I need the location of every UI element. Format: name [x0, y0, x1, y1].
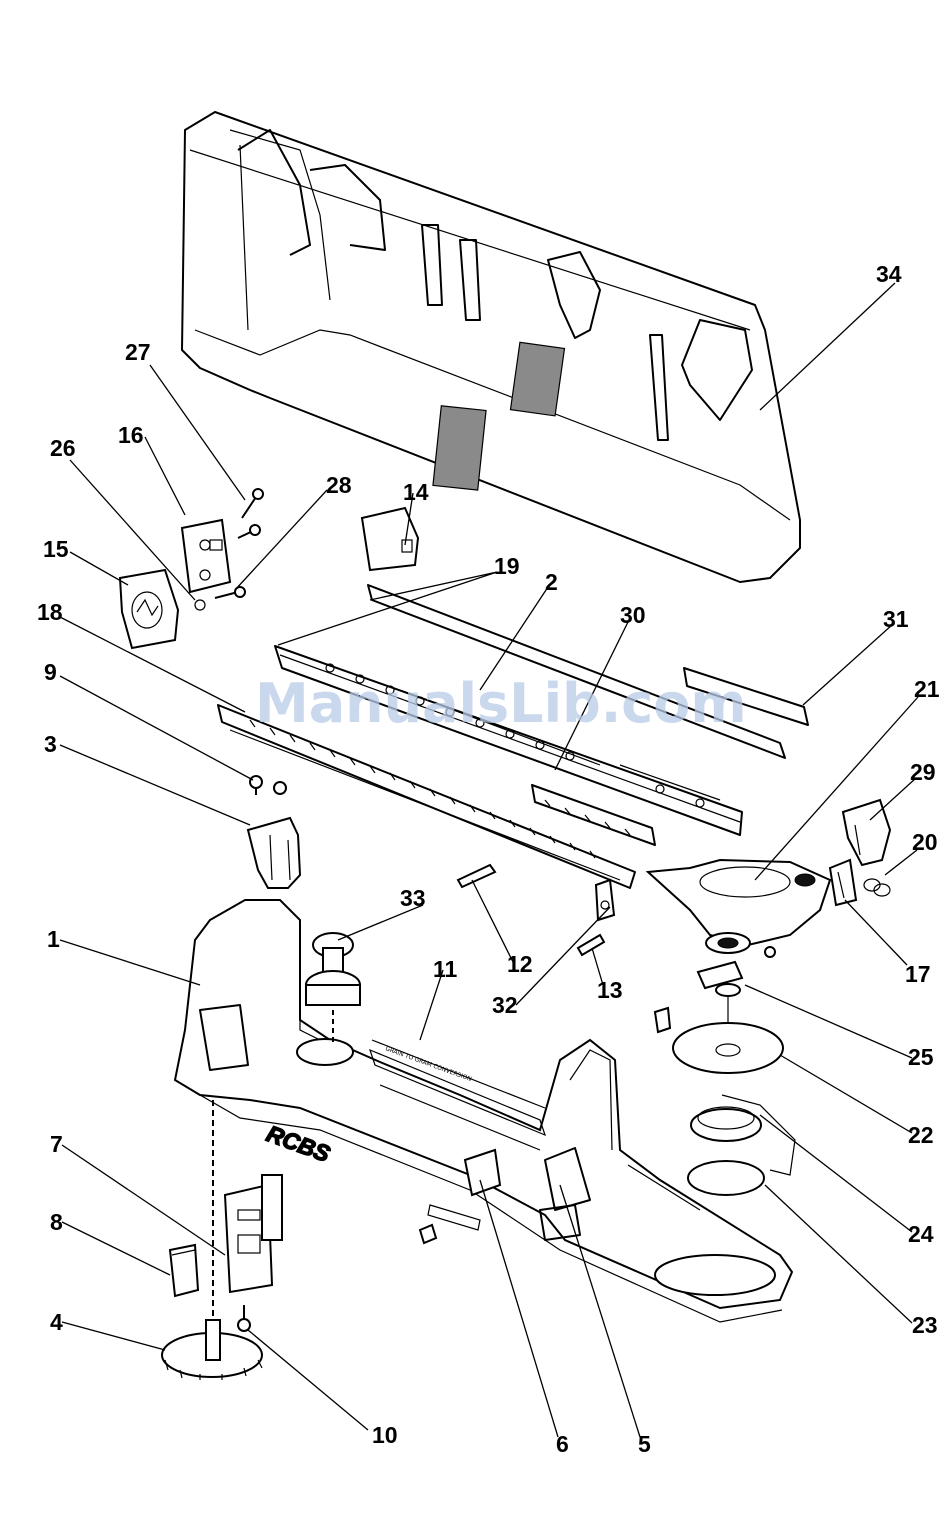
part-22-pan-plate [673, 1023, 783, 1073]
callout-2: 2 [545, 569, 558, 595]
part-25-pan-support [655, 962, 742, 1032]
callout-16: 16 [118, 422, 144, 448]
part-26-washer [195, 600, 205, 610]
watermark: ManualsLib.com [255, 672, 747, 735]
callout-22: 22 [908, 1122, 934, 1148]
part-10-screw [238, 1305, 250, 1331]
callout-9: 9 [44, 659, 57, 685]
callout-28: 28 [326, 472, 352, 498]
callout-5: 5 [638, 1431, 651, 1457]
callout-21: 21 [914, 676, 940, 702]
callout-14: 14 [403, 479, 429, 505]
part-23-ring [688, 1161, 764, 1195]
part-12-knife-edge [458, 865, 495, 887]
callout-10: 10 [372, 1422, 398, 1448]
callout-20: 20 [912, 829, 938, 855]
callout-13: 13 [597, 977, 623, 1003]
callout-15: 15 [43, 536, 69, 562]
callout-1: 1 [47, 926, 60, 952]
part-3-bracket [248, 818, 300, 888]
callout-27: 27 [125, 339, 151, 365]
callout-3: 3 [44, 731, 57, 757]
part-7-bracket [225, 1175, 282, 1292]
part-21-pan [648, 860, 830, 957]
part-29-hanger [843, 800, 890, 865]
callout-12: 12 [507, 951, 533, 977]
part-34-cover [182, 112, 800, 582]
callout-18: 18 [37, 599, 63, 625]
callout-33: 33 [400, 885, 426, 911]
callout-31: 31 [883, 606, 909, 632]
callout-17: 17 [905, 961, 931, 987]
part-32-clip [596, 880, 614, 920]
callout-23: 23 [912, 1312, 938, 1338]
callout-19: 19 [494, 553, 520, 579]
callout-30: 30 [620, 602, 646, 628]
callout-6: 6 [556, 1431, 569, 1457]
callout-26: 26 [50, 435, 76, 461]
callout-24: 24 [908, 1221, 934, 1247]
callout-25: 25 [908, 1044, 934, 1070]
callout-7: 7 [50, 1131, 63, 1157]
part-16-bracket [182, 520, 230, 592]
callout-32: 32 [492, 992, 518, 1018]
callout-29: 29 [910, 759, 936, 785]
part-20-ring [864, 879, 890, 896]
part-9-screw [250, 776, 286, 795]
callout-8: 8 [50, 1209, 63, 1235]
part-15-bearing [120, 570, 178, 648]
callout-34: 34 [876, 261, 902, 287]
callout-11: 11 [433, 956, 458, 982]
part-8-block [170, 1245, 198, 1296]
callout-4: 4 [50, 1309, 63, 1335]
part-17-clip [830, 860, 856, 905]
part-13-pin [578, 935, 604, 955]
part-28-screw [215, 587, 245, 598]
